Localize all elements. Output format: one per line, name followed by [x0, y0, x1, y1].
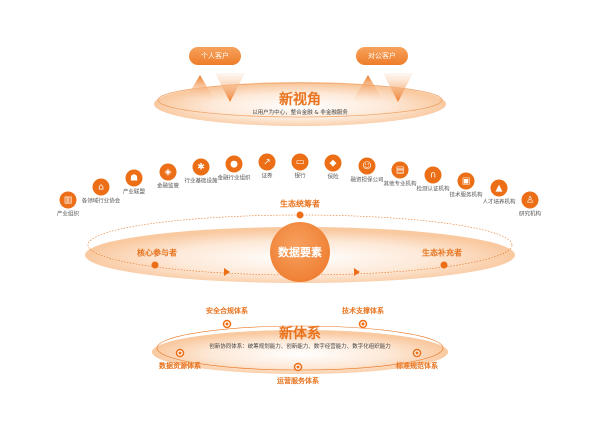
organization-label: 技术服务机构	[449, 192, 483, 199]
organization-label: 各领域行业协会	[81, 198, 121, 205]
organization-label: 保险	[327, 174, 339, 181]
organization-item: ● 金融行业组织	[217, 155, 251, 182]
organization-label: 金融行业组织	[217, 175, 251, 182]
document-icon: ▤	[391, 161, 409, 179]
data-element-core: 数据要素	[270, 222, 330, 282]
organization-item: ♙ 研究机构	[519, 191, 541, 218]
home-icon: ⌂	[92, 178, 110, 196]
shield-icon: ◈	[159, 163, 177, 181]
hand-icon: ☺	[358, 157, 376, 175]
organization-label: 检测认证机构	[416, 186, 450, 193]
operations-system-label: 运营服务体系	[277, 377, 319, 385]
ecosystem-supplement-label: 生态补充者	[422, 248, 462, 258]
chart-icon: ↗	[258, 153, 276, 171]
microscope-icon: ♙	[521, 191, 539, 209]
organization-label: 融资担保公司	[350, 177, 384, 184]
insurance-shield-icon: ◆	[324, 154, 342, 172]
organization-item: ▲ 人才培养机构	[482, 179, 516, 206]
organization-label: 产业组织	[56, 211, 79, 218]
personal-customer-badge: 个人客户	[189, 47, 241, 65]
new-perspective-title: 新视角	[279, 92, 321, 108]
organization-item: ☺ 融资担保公司	[350, 157, 384, 184]
data-system-label: 数据资源体系	[159, 362, 201, 370]
new-system-subtitle: 创新协同体系：统筹规划能力、创新能力、数字经营能力、数字化组织能力	[209, 344, 391, 350]
organization-item: ◈ 金融监管	[157, 163, 179, 190]
organization-item: ◆ 保险	[324, 154, 342, 181]
organization-label: 研究机构	[518, 211, 541, 218]
tools-icon: ✱	[192, 158, 210, 176]
organization-item: ▤ 其他专业机构	[383, 161, 417, 188]
organization-item: ↗ 证券	[258, 153, 276, 180]
graduation-cap-icon: ▲	[490, 179, 508, 197]
corporate-customer-badge: 对公客户	[356, 47, 408, 65]
money-bag-icon: ●	[225, 155, 243, 173]
headset-icon: ∩	[424, 166, 442, 184]
organization-label: 银行	[294, 173, 306, 180]
organization-item: ▥ 产业组织	[57, 191, 79, 218]
security-system-label: 安全合规体系	[206, 307, 248, 315]
ecosystem-coordinator-label: 生态统筹者	[280, 199, 320, 209]
organization-item: ☗ 产业联盟	[123, 169, 145, 196]
organization-label: 产业联盟	[122, 189, 145, 196]
organization-label: 行业基础设施	[184, 178, 218, 185]
chip-icon: ▣	[457, 172, 475, 190]
organization-label: 人才培养机构	[482, 199, 516, 206]
factory-icon: ▥	[59, 191, 77, 209]
bank-icon: ☗	[125, 169, 143, 187]
organization-item: ▭ 银行	[291, 153, 309, 180]
new-system-title: 新体系	[279, 326, 321, 342]
card-icon: ▭	[291, 153, 309, 171]
tech-system-label: 技术支撑体系	[342, 307, 384, 315]
organization-item: ∩ 检测认证机构	[416, 166, 450, 193]
core-participant-label: 核心参与者	[137, 248, 177, 258]
organization-item: ▣ 技术服务机构	[449, 172, 483, 199]
new-perspective-subtitle: 以用户为中心，整合金融 & 非金融服务	[252, 110, 348, 116]
organization-label: 金融监管	[156, 183, 179, 190]
organization-label: 其他专业机构	[383, 181, 417, 188]
organization-label: 证券	[261, 173, 273, 180]
organization-item: ⌂ 各领域行业协会	[82, 178, 120, 205]
standards-system-label: 标准规范体系	[396, 362, 438, 370]
organization-item: ✱ 行业基础设施	[184, 158, 218, 185]
